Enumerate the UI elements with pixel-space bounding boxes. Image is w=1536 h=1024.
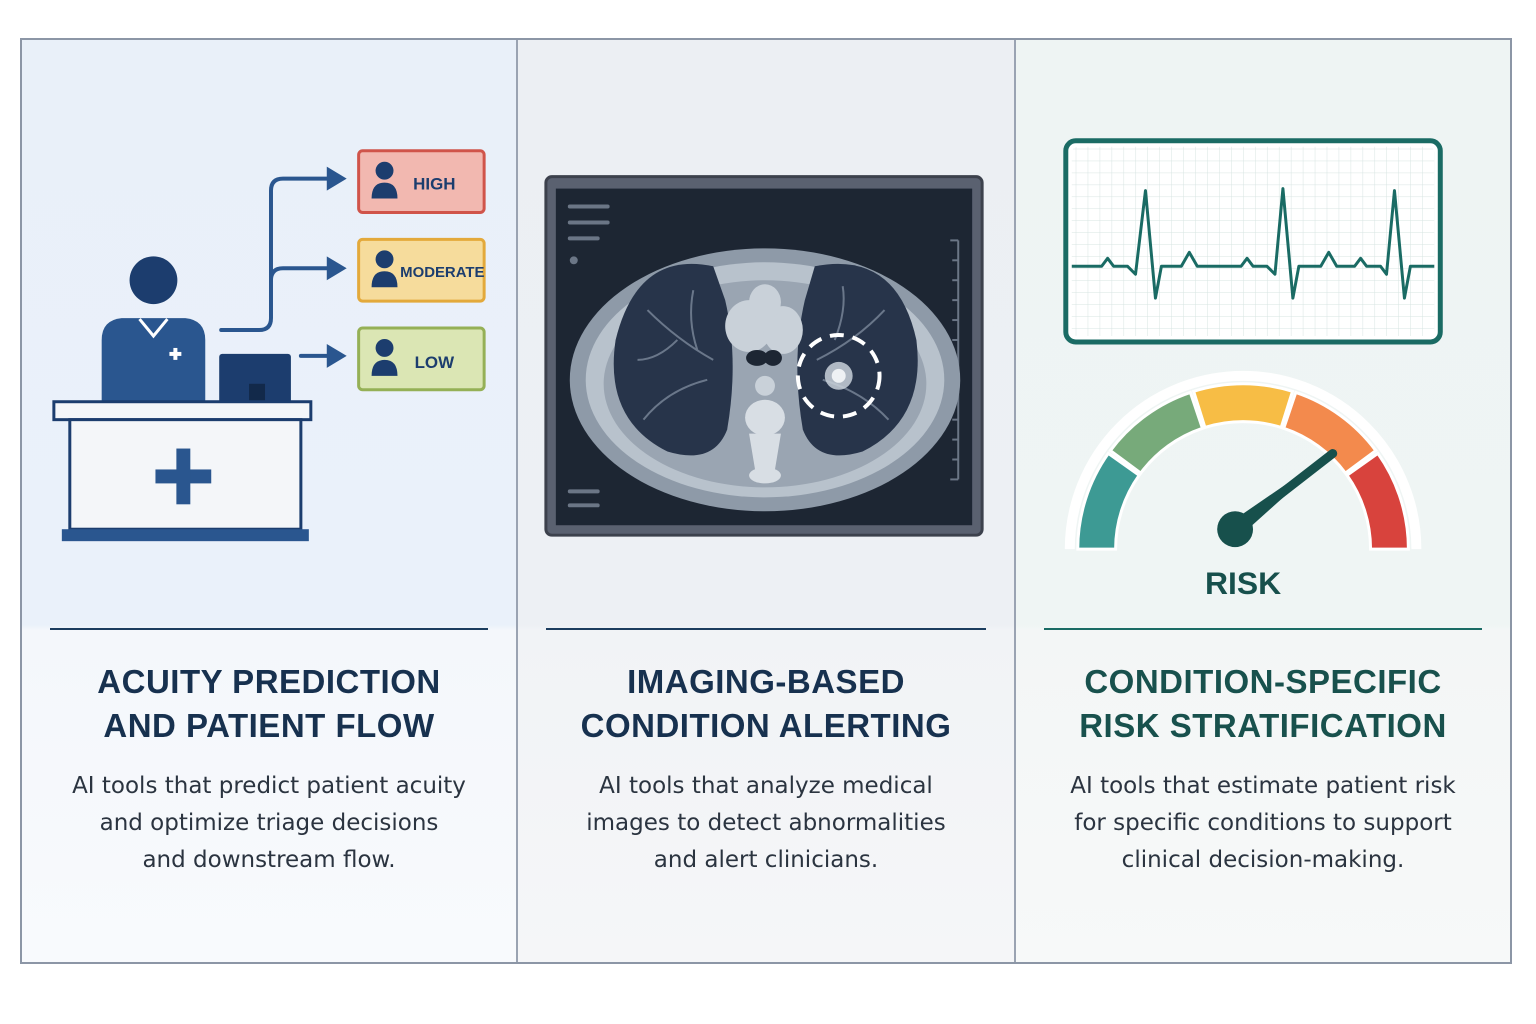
gauge-pivot <box>1217 511 1254 548</box>
triage-moderate-label: MODERATE <box>400 264 484 281</box>
chest-cross-section <box>569 248 961 512</box>
gauge-segment-2 <box>1108 390 1205 476</box>
person-icon <box>375 338 394 357</box>
panel-imaging-alerting: IMAGING-BASED CONDITION ALERTING AI tool… <box>518 40 1016 962</box>
panel-risk-stratification: RISK CONDITION-SPECIFIC RISK STRATIFICAT… <box>1016 40 1510 962</box>
panel-description: AI tools that estimate patient risk for … <box>1070 773 1456 873</box>
gauge-label: RISK <box>1205 565 1281 601</box>
ecg-waveform <box>1071 187 1435 300</box>
panel-title: ACUITY PREDICTION AND PATIENT FLOW <box>97 663 441 744</box>
divider <box>50 628 488 630</box>
gauge-segment-1 <box>1076 451 1142 551</box>
ecg-monitor <box>1063 138 1443 345</box>
risk-gauge: RISK <box>1064 370 1422 601</box>
nurse-icon <box>101 256 206 402</box>
triage-illustration: HIGH MODERATE LOW <box>52 149 486 542</box>
gauge-segment-5 <box>1344 451 1410 551</box>
panel-acuity-prediction: HIGH MODERATE LOW <box>22 40 518 962</box>
gauge-segment-3 <box>1191 382 1295 430</box>
divider <box>546 628 986 630</box>
right-lung <box>797 263 918 456</box>
triage-flow-arrows <box>219 176 331 358</box>
panel-title: CONDITION-SPECIFIC RISK STRATIFICATION <box>1079 663 1447 744</box>
gauge-outline <box>1064 370 1422 550</box>
panel-description: AI tools that analyze medical images to … <box>586 773 946 873</box>
divider <box>1044 628 1482 630</box>
left-lung <box>613 263 733 456</box>
abnormality-highlight-circle <box>795 333 882 419</box>
triage-moderate-box: MODERATE <box>357 237 486 303</box>
risk-illustration: RISK <box>1063 138 1443 601</box>
reception-desk <box>52 400 313 542</box>
infographic-frame: HIGH MODERATE LOW <box>20 38 1512 964</box>
gauge-segment-4 <box>1281 390 1378 476</box>
triage-high-box: HIGH <box>357 149 486 214</box>
triage-high-label: HIGH <box>413 175 455 194</box>
person-icon <box>375 250 394 269</box>
person-icon <box>375 161 394 180</box>
triage-low-box: LOW <box>357 326 486 392</box>
panel-description: AI tools that predict patient acuity and… <box>72 773 466 873</box>
triage-low-label: LOW <box>415 353 454 372</box>
panel-title: IMAGING-BASED CONDITION ALERTING <box>580 663 952 744</box>
ct-scan-illustration <box>544 175 984 537</box>
computer-monitor-icon <box>219 353 291 404</box>
